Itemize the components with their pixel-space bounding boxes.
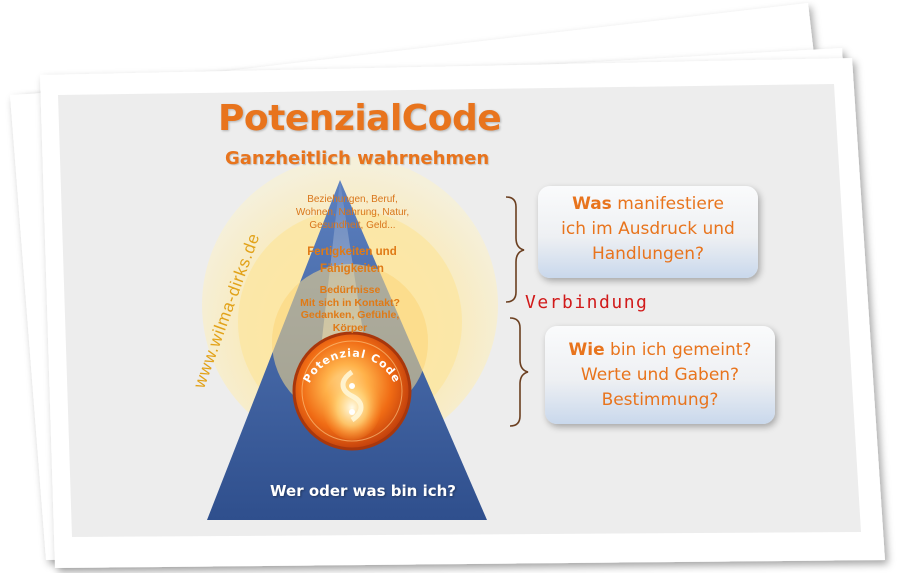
box-wie-line2: Werte und Gaben?: [580, 365, 740, 385]
middle-ring-line: Fähigkeiten: [320, 263, 384, 275]
middle-ring-text: Fertigkeiten und Fähigkeiten: [292, 244, 412, 278]
outer-ring-line: Beziehungen, Beruf,: [307, 194, 398, 205]
box-was-line1: Was manifestiere: [538, 192, 758, 217]
core-glow: [322, 368, 382, 440]
page-subtitle: Ganzheitlich wahrnehmen: [225, 148, 490, 169]
box-wie-line1-rest: bin ich gemeint?: [604, 340, 752, 360]
middle-ring-line: Fertigkeiten und: [307, 246, 397, 258]
inner-ring-line: Bedürfnisse: [319, 284, 381, 296]
brace-bottom: [509, 317, 529, 427]
pyramid-label: Wer oder was bin ich?: [270, 482, 456, 500]
box-was-bold: Was: [572, 194, 612, 214]
outer-ring-line: Gesundheit, Geld...: [309, 220, 396, 231]
inner-ring-line: Mit sich in Kontakt?: [300, 296, 400, 309]
inner-ring-line: Körper: [332, 321, 368, 334]
inner-ring-line: Gedanken, Gefühle,: [300, 309, 400, 321]
page-title: PotenzialCode: [218, 98, 502, 139]
box-wie-bold: Wie: [568, 340, 605, 360]
outer-ring-line: Wohnen, Nahrung, Natur,: [295, 207, 410, 218]
box-was-line3: Handlungen?: [591, 244, 705, 264]
box-was-line1-rest: manifestiere: [611, 194, 724, 214]
brace-top: [505, 196, 525, 303]
box-wie: Wie bin ich gemeint? Werte und Gaben? Be…: [545, 326, 775, 424]
yin-yang-icon: [340, 369, 364, 423]
box-was: Was manifestiere ich im Ausdruck und Han…: [538, 186, 758, 278]
inner-ring-text: Bedürfnisse Mit sich in Kontakt? Gedanke…: [285, 284, 415, 334]
box-was-line2: ich im Ausdruck und: [561, 219, 735, 239]
box-wie-line3: Bestimmung?: [601, 390, 719, 410]
box-wie-line1: Wie bin ich gemeint?: [545, 338, 775, 363]
verbindung-label: Verbindung: [525, 292, 649, 313]
outer-ring-text: Beziehungen, Beruf, Wohnen, Nahrung, Nat…: [280, 193, 425, 232]
